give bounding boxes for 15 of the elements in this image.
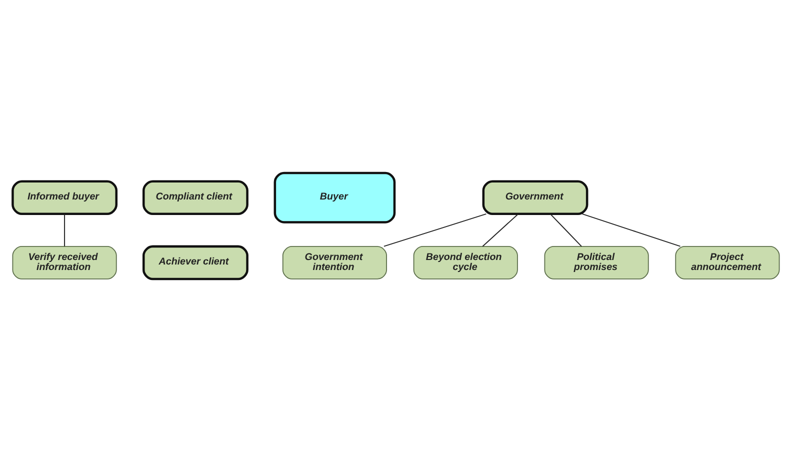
node-box: Government intention: [282, 246, 387, 280]
node-box: Beyond election cycle: [413, 246, 518, 280]
connector: [64, 214, 66, 247]
node-box: Informed buyer: [12, 180, 118, 216]
node-box: Buyer: [274, 172, 396, 224]
node-box: Political promises: [544, 246, 649, 280]
node-box: Achiever client: [142, 245, 248, 280]
node-box: Compliant client: [142, 180, 248, 216]
node-box: Verify received information: [12, 246, 117, 280]
node-box: Government: [482, 180, 588, 216]
connector: [383, 213, 487, 247]
node-box: Project announcement: [675, 246, 780, 280]
connector: [550, 214, 582, 247]
connector: [482, 214, 519, 247]
connector: [582, 213, 681, 247]
